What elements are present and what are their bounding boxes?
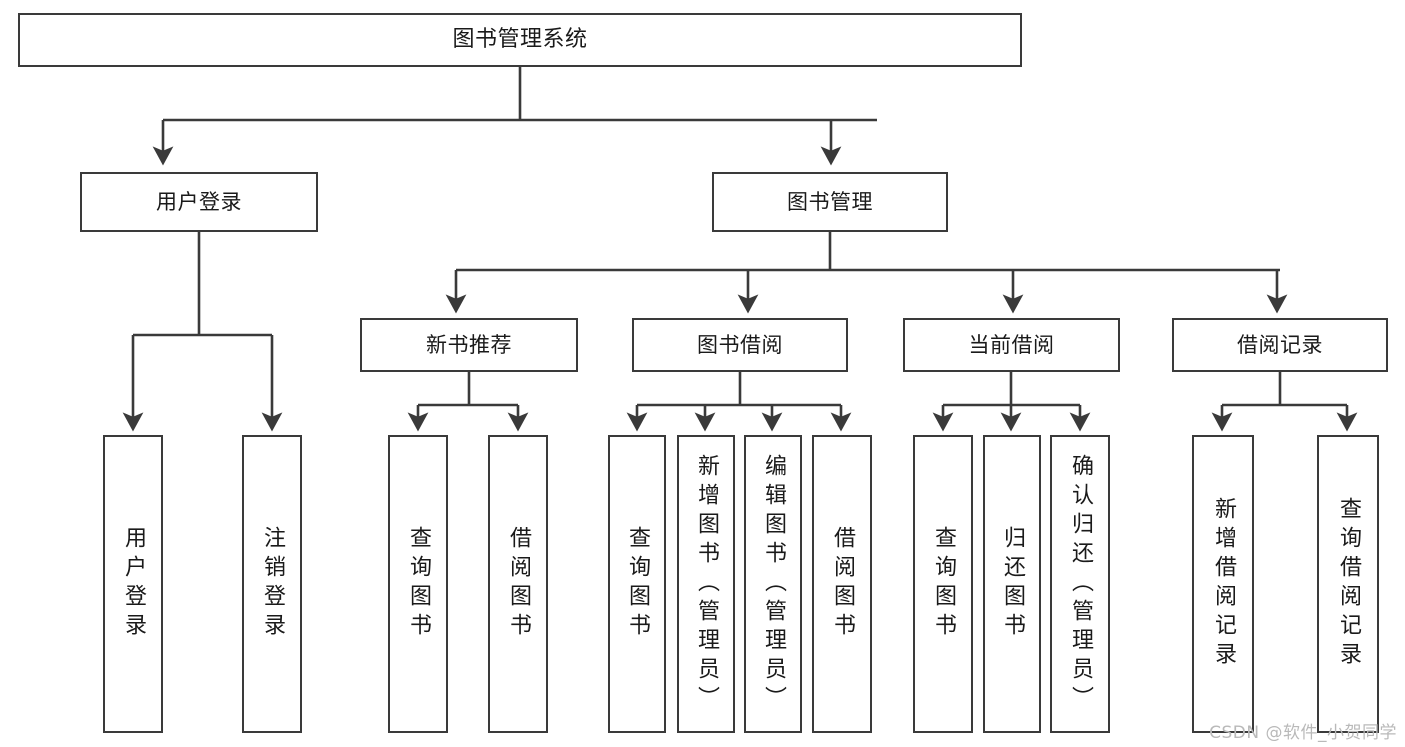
leaf-query-borrow-record[interactable]: 查询借阅记录 (1317, 435, 1379, 733)
node-label: 新增借阅记录 (1211, 497, 1236, 671)
node-label: 图书管理系统 (452, 27, 588, 53)
leaf-logout[interactable]: 注销登录 (242, 435, 302, 733)
node-label: 注销登录 (260, 526, 285, 642)
leaf-add-book-admin[interactable]: 新增图书（管理员） (677, 435, 735, 733)
leaf-edit-book-admin[interactable]: 编辑图书（管理员） (744, 435, 802, 733)
node-label: 当前借阅 (968, 332, 1055, 357)
node-label: 图书借阅 (697, 332, 783, 357)
node-book-borrow[interactable]: 图书借阅 (632, 318, 848, 372)
node-label: 用户登录 (121, 526, 146, 642)
node-current-borrow[interactable]: 当前借阅 (903, 318, 1120, 372)
node-borrow-record[interactable]: 借阅记录 (1172, 318, 1388, 372)
node-new-book-recommend[interactable]: 新书推荐 (360, 318, 578, 372)
leaf-borrow-book-recommend[interactable]: 借阅图书 (488, 435, 548, 733)
leaf-user-login[interactable]: 用户登录 (103, 435, 163, 733)
leaf-query-book-current[interactable]: 查询图书 (913, 435, 973, 733)
node-label: 图书管理 (787, 189, 873, 214)
node-label: 借阅图书 (830, 526, 855, 642)
node-label: 借阅记录 (1237, 332, 1323, 357)
leaf-add-borrow-record[interactable]: 新增借阅记录 (1192, 435, 1254, 733)
leaf-return-book[interactable]: 归还图书 (983, 435, 1041, 733)
node-label: 查询图书 (406, 526, 431, 642)
node-label: 新书推荐 (426, 332, 512, 357)
node-label: 新增图书（管理员） (694, 453, 719, 715)
node-root-library-management-system[interactable]: 图书管理系统 (18, 13, 1022, 67)
node-book-management[interactable]: 图书管理 (712, 172, 948, 232)
node-label: 确认归还（管理员） (1068, 453, 1093, 715)
leaf-borrow-book[interactable]: 借阅图书 (812, 435, 872, 733)
node-label: 用户登录 (156, 189, 242, 214)
node-user-login[interactable]: 用户登录 (80, 172, 318, 232)
leaf-query-book-borrow[interactable]: 查询图书 (608, 435, 666, 733)
node-label: 查询图书 (625, 526, 650, 642)
leaf-confirm-return-admin[interactable]: 确认归还（管理员） (1050, 435, 1110, 733)
leaf-query-book-recommend[interactable]: 查询图书 (388, 435, 448, 733)
node-label: 编辑图书（管理员） (761, 453, 786, 715)
node-label: 借阅图书 (506, 526, 531, 642)
node-label: 归还图书 (1000, 526, 1025, 642)
node-label: 查询图书 (931, 526, 956, 642)
node-label: 查询借阅记录 (1336, 497, 1361, 671)
